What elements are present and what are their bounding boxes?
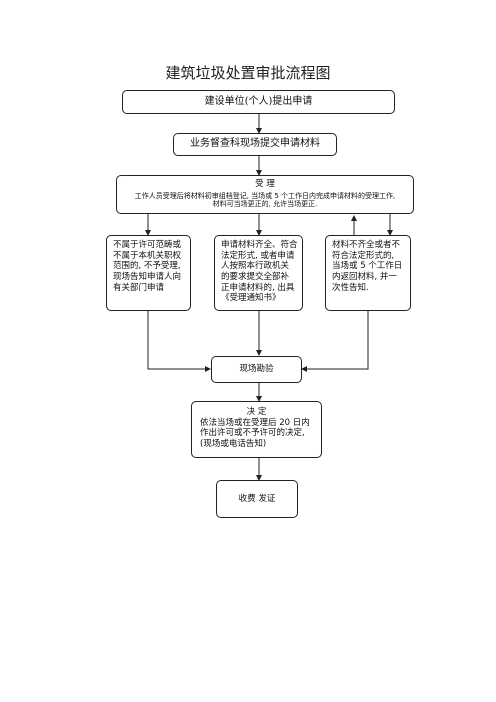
step-apply: 建设单位(个人)提出申请 — [122, 90, 395, 114]
step-decide-line: (现场或电话告知) — [200, 438, 267, 449]
step-incomplete-line: 次性告知. — [332, 282, 369, 293]
step-incomplete-line: 内返回材料, 并一 — [332, 271, 397, 282]
step-decide-heading: 决 定 — [246, 407, 267, 417]
step-complete-line: 的要求提交全部补 — [221, 271, 290, 282]
step-decide: 决 定 依法当场或在受理后 20 日内 作出许可或不予许可的决定, (现场或电话… — [191, 401, 322, 458]
step-reject: 不属于许可范畴或 不属于本机关职权 范围的, 不予受理, 现场告知申请人向 有关… — [106, 235, 191, 311]
step-incomplete-line: 材料不齐全或者不 — [332, 240, 401, 250]
arrow-reject-to-inspect — [147, 311, 211, 372]
step-inspect-label: 现场勘验 — [239, 364, 274, 375]
step-incomplete-line: 符合法定形式的, — [332, 250, 395, 261]
step-accept-line: 材料可当场更正的, 允许当场更正. — [212, 200, 318, 209]
arrow-incomplete-to-inspect — [301, 311, 369, 372]
step-accept: 受 理 工作人员受理后将材料初审组档登记, 当场或 5 个工作日内完成申请材料的… — [116, 175, 414, 214]
step-incomplete: 材料不齐全或者不 符合法定形式的, 当场或 5 个工作日 内返回材料, 并一 次… — [325, 235, 411, 311]
step-complete: 申请材料齐全、符合 法定形式, 或者申请 人按照本行政机关 的要求提交全部补 正… — [214, 235, 303, 311]
step-reject-line: 不属于本机关职权 — [113, 250, 182, 261]
step-submit-label: 业务督查科现场提交申请材料 — [190, 138, 320, 150]
step-inspect: 现场勘验 — [211, 356, 302, 383]
step-decide-line: 作出许可或不予许可的决定, — [200, 428, 305, 439]
step-complete-line: 人按照本行政机关 — [221, 261, 290, 272]
step-issue: 收费 发证 — [216, 480, 298, 518]
step-issue-label: 收费 发证 — [238, 493, 276, 504]
step-complete-line: 正申请材料的, 出具 — [221, 282, 295, 293]
step-decide-line: 依法当场或在受理后 20 日内 — [200, 417, 310, 428]
step-reject-line: 现场告知申请人向 — [113, 271, 182, 282]
step-apply-label: 建设单位(个人)提出申请 — [204, 95, 313, 107]
step-complete-line: 法定形式, 或者申请 — [221, 250, 295, 261]
step-reject-line: 不属于许可范畴或 — [113, 240, 182, 250]
step-reject-line: 范围的, 不予受理, — [113, 261, 181, 272]
page-title: 建筑垃圾处置审批流程图 — [165, 64, 331, 82]
step-complete-line: 《受理通知书》 — [221, 293, 281, 304]
step-reject-line: 有关部门申请 — [113, 282, 165, 293]
step-incomplete-line: 当场或 5 个工作日 — [332, 261, 403, 272]
step-accept-heading: 受 理 — [255, 179, 275, 189]
step-complete-line: 申请材料齐全、符合 — [221, 240, 298, 250]
step-accept-line: 工作人员受理后将材料初审组档登记, 当场或 5 个工作日内完成申请材料的受理工作… — [134, 191, 396, 200]
step-submit: 业务督查科现场提交申请材料 — [173, 133, 337, 156]
